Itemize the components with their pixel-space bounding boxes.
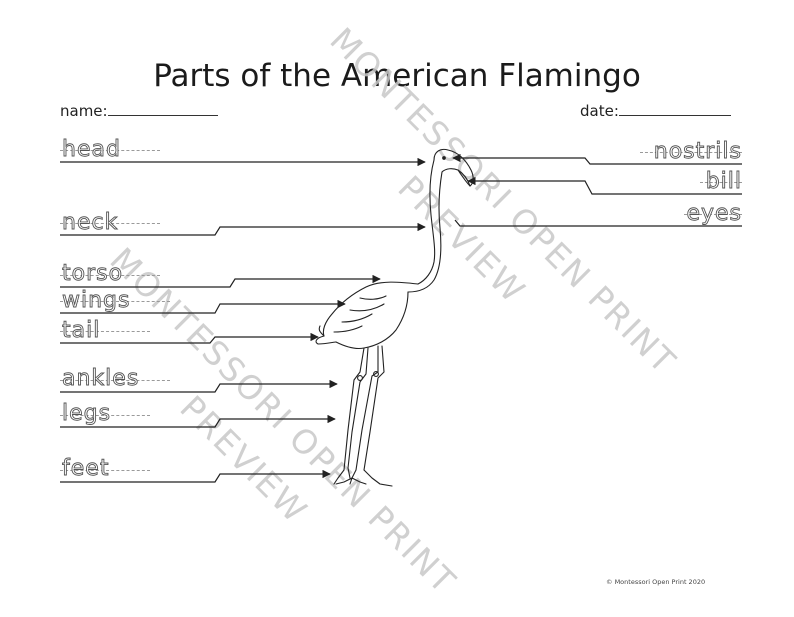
eyes-leader-line bbox=[454, 219, 742, 227]
label-legs: legs bbox=[62, 401, 112, 426]
wings-guide-line bbox=[60, 301, 170, 302]
copyright-notice: © Montessori Open Print 2020 bbox=[606, 578, 706, 586]
date-field: date: bbox=[580, 101, 731, 120]
name-blank-line[interactable] bbox=[107, 101, 218, 116]
label-head: head bbox=[62, 137, 121, 162]
legs-leader-line bbox=[60, 414, 336, 428]
neck-guide-line bbox=[60, 223, 160, 224]
label-nostrils: nostrils bbox=[653, 139, 742, 164]
bill-leader-line bbox=[467, 176, 742, 195]
nostrils-guide-line bbox=[640, 152, 742, 153]
name-label: name: bbox=[60, 102, 108, 120]
wings-leader-line bbox=[60, 299, 346, 314]
tail-guide-line bbox=[60, 331, 150, 332]
date-label: date: bbox=[580, 102, 619, 120]
ankles-leader-line bbox=[60, 379, 338, 393]
page-title: Parts of the American Flamingo bbox=[153, 58, 641, 94]
label-feet: feet bbox=[62, 456, 110, 481]
bill-guide-line bbox=[700, 182, 742, 183]
head-guide-line bbox=[60, 150, 160, 151]
nostrils-leader-line bbox=[452, 153, 742, 165]
tail-leader-line bbox=[60, 332, 319, 344]
label-wings: wings bbox=[62, 288, 131, 313]
label-torso: torso bbox=[62, 261, 124, 286]
legs-guide-line bbox=[60, 415, 150, 416]
torso-guide-line bbox=[60, 275, 160, 276]
label-ankles: ankles bbox=[62, 366, 140, 391]
label-neck: neck bbox=[62, 210, 119, 235]
label-eyes: eyes bbox=[686, 201, 742, 226]
feet-guide-line bbox=[60, 470, 150, 471]
date-blank-line[interactable] bbox=[618, 101, 731, 116]
neck-leader-line bbox=[60, 222, 426, 236]
torso-leader-line bbox=[60, 274, 381, 288]
label-bill: bill bbox=[705, 169, 742, 194]
label-tail: tail bbox=[62, 318, 101, 343]
flamingo-illustration bbox=[315, 148, 474, 487]
ankles-guide-line bbox=[60, 380, 170, 381]
name-field: name: bbox=[60, 101, 218, 120]
feet-leader-line bbox=[60, 469, 331, 483]
eyes-guide-line bbox=[684, 214, 742, 215]
